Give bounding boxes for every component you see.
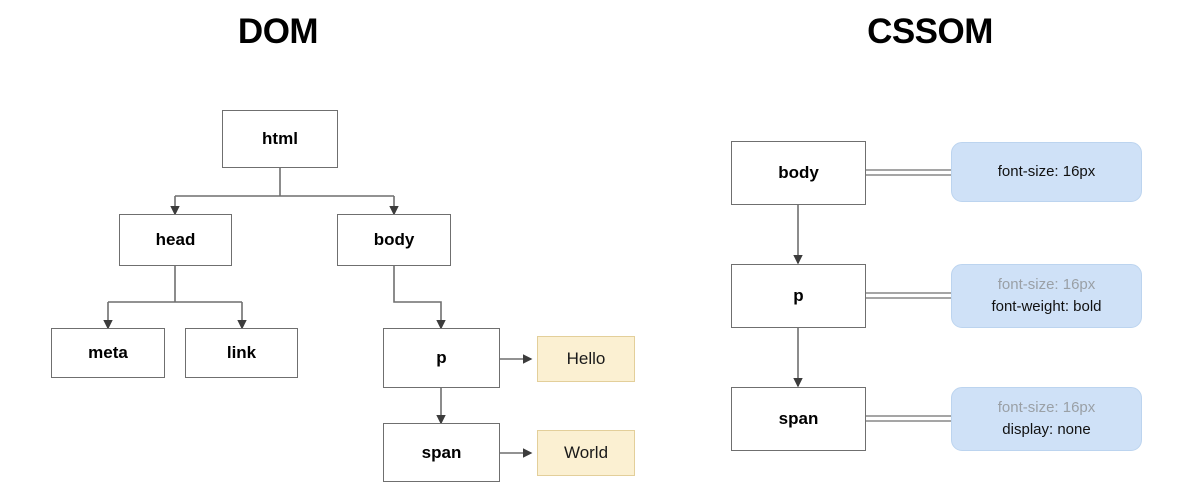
dom-node-body[interactable]: body <box>337 214 451 266</box>
edge-body-p <box>393 266 446 330</box>
cssom-rule-p-declaration-0: font-size: 16px <box>997 276 1096 294</box>
cssom-node-p[interactable]: p <box>731 264 866 328</box>
cssom-node-body[interactable]: body <box>731 141 866 205</box>
dom-node-meta[interactable]: meta <box>51 328 165 378</box>
cssom-section-title: CSSOM <box>867 12 993 51</box>
cssom-rule-body[interactable]: font-size: 16px <box>951 142 1142 202</box>
dom-section-title: DOM <box>237 12 319 51</box>
dom-text-node-world[interactable]: World <box>537 430 635 476</box>
cssom-rule-span[interactable]: font-size: 16px display: none <box>951 387 1142 451</box>
dom-node-html[interactable]: html <box>222 110 338 168</box>
cssom-node-span[interactable]: span <box>731 387 866 451</box>
cssom-rule-body-declaration-0: font-size: 16px <box>997 163 1096 181</box>
cssom-rule-p-declaration-1: font-weight: bold <box>991 298 1102 315</box>
dom-node-link[interactable]: link <box>185 328 298 378</box>
cssom-rule-p[interactable]: font-size: 16px font-weight: bold <box>951 264 1142 328</box>
dom-node-head[interactable]: head <box>119 214 232 266</box>
cssom-rule-span-declaration-1: display: none <box>1002 421 1091 438</box>
dom-node-p[interactable]: p <box>383 328 500 388</box>
dom-node-span[interactable]: span <box>383 423 500 482</box>
dom-text-node-hello[interactable]: Hello <box>537 336 635 382</box>
cssom-rule-span-declaration-0: font-size: 16px <box>997 399 1096 417</box>
